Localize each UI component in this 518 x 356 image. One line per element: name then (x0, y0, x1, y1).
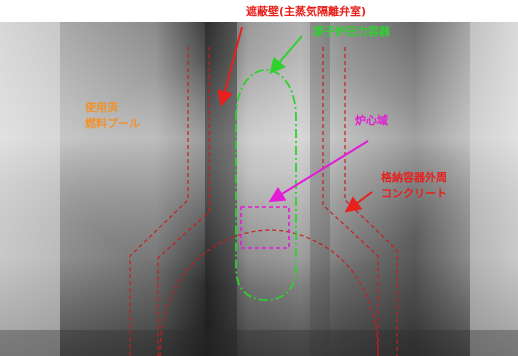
left-wall-outer (129, 47, 189, 356)
left-wall-inner (157, 47, 210, 356)
containment-concrete-label-line1: 格納容器外周 (381, 170, 447, 184)
spent-fuel-pool-label-line2: 燃料プール (84, 116, 140, 130)
reactor-pressure-vessel-outline (235, 69, 297, 301)
pedestal-arc (159, 229, 379, 356)
containment-concrete-label-line2: コンクリート (381, 187, 447, 200)
core-region-box (240, 206, 290, 249)
containment-concrete-arrow (344, 191, 373, 213)
right-wall-outer (322, 47, 379, 356)
header-strip (0, 0, 518, 22)
reactor-pressure-vessel-label: 原子炉圧力容器 (313, 24, 391, 38)
shield-wall-arrow (217, 26, 243, 107)
core-region-arrow (268, 140, 369, 203)
core-region-label: 炉心域 (355, 113, 388, 127)
structure-outline (129, 47, 398, 356)
shield-wall-label: 遮蔽壁(主蒸気隔離弁室) (246, 4, 366, 18)
pressure-vessel-arrow (269, 35, 303, 75)
radiograph-image (0, 22, 518, 356)
spent-fuel-pool-label-line1: 使用済 (84, 100, 119, 114)
right-wall-inner (344, 47, 398, 356)
